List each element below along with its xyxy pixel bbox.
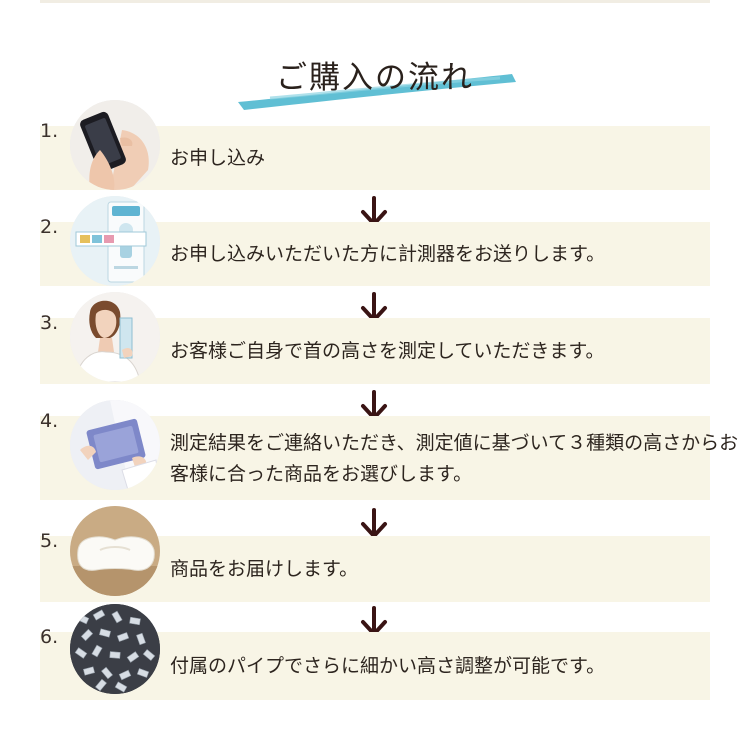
step-1-number: 1. (40, 120, 59, 142)
step-1-text: お申し込み (170, 147, 266, 169)
smartphone-hand-icon (70, 100, 160, 190)
page-title: ご購入の流れ (276, 60, 474, 96)
brush-underline-decoration (238, 74, 516, 110)
measuring-card-icon (70, 196, 160, 286)
step-2-text: お申し込みいただいた方に計測器をお送りします。 (170, 243, 606, 265)
title-block: ご購入の流れ (0, 38, 750, 118)
step-5-text: 商品をお届けします。 (170, 558, 359, 580)
step-4-number: 4. (40, 410, 59, 432)
step-3-number: 3. (40, 312, 59, 334)
pipe-filling-icon (70, 604, 160, 694)
step-3-text: お客様ご自身で首の高さを測定していただきます。 (170, 340, 605, 362)
step-6-text: 付属のパイプでさらに細かい高さ調整が可能です。 (170, 655, 606, 677)
top-divider (40, 0, 710, 3)
step-4-text: 測定結果をご連絡いただき、測定値に基づいて３種類の高さからお客様に合った商品をお… (170, 432, 739, 485)
step-2-number: 2. (40, 216, 59, 238)
clipboard-icon (70, 400, 160, 490)
pillow-icon (70, 506, 160, 596)
step-6-number: 6. (40, 626, 59, 648)
step-5-number: 5. (40, 530, 59, 552)
woman-measuring-neck-icon (70, 292, 160, 382)
